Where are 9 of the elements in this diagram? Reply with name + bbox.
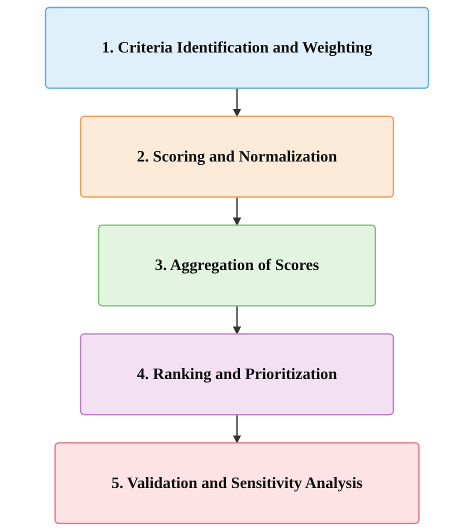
- arrow: [232, 306, 242, 334]
- arrow: [232, 197, 242, 226]
- node-box: 3. Aggregation of Scores: [98, 224, 376, 307]
- node-box: 5. Validation and Sensitivity Analysis: [54, 442, 420, 524]
- node-box: 2. Scoring and Normalization: [80, 116, 394, 198]
- arrow: [232, 414, 242, 444]
- node-box: 1. Criteria Identification and Weighting: [44, 6, 430, 89]
- node-box: 4. Ranking and Prioritization: [80, 333, 394, 416]
- arrow: [232, 88, 242, 117]
